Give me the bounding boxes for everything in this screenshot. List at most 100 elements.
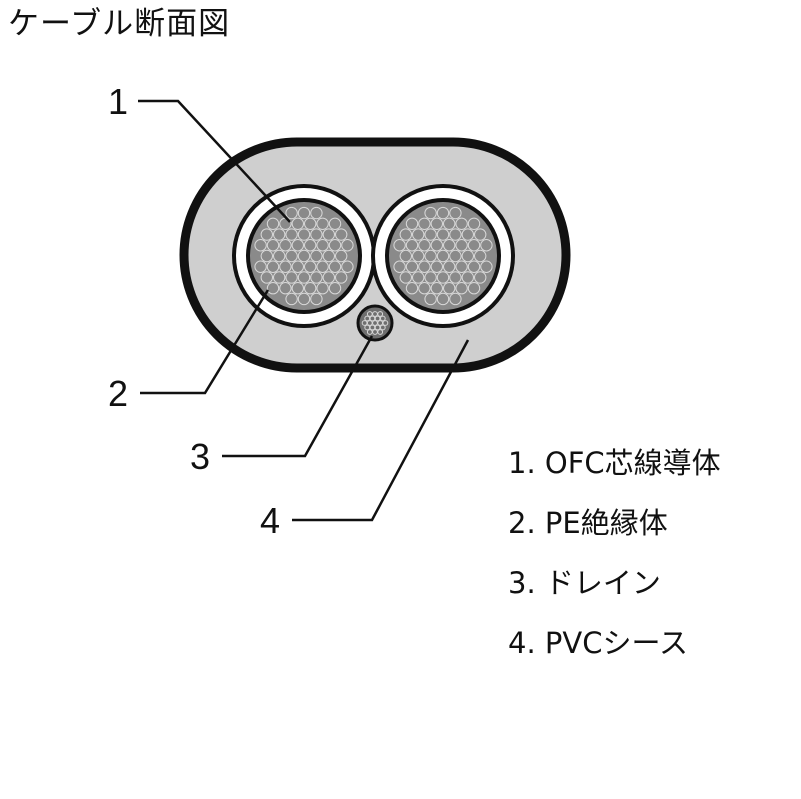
conductor-strand: [285, 206, 298, 220]
conductor-strand: [328, 217, 342, 230]
conductor-strand: [449, 228, 462, 241]
conductor-strand: [424, 249, 437, 263]
drain-strand: [374, 324, 381, 331]
drain-wire-strands: [361, 311, 389, 335]
conductor-strand: [273, 249, 286, 263]
conductor-strand: [399, 271, 412, 284]
drain-strand: [382, 320, 389, 326]
conductor-strands-right: [393, 206, 493, 306]
conductor-strand: [328, 282, 342, 295]
conductor-strand: [449, 206, 462, 220]
conductor-strand: [328, 239, 342, 252]
drain-strand: [366, 329, 373, 335]
conductor-strand: [322, 249, 335, 263]
drain-strand: [372, 311, 378, 317]
drain-strand: [364, 324, 371, 331]
drain-strand: [372, 320, 378, 326]
conductor-strand: [455, 282, 468, 295]
conductor-strand: [266, 217, 280, 230]
conductor-strand: [393, 239, 406, 252]
conductor-strand: [341, 239, 354, 252]
legend-item-pe-insulation: 2. PE絶縁体: [508, 506, 668, 540]
conductor-strand: [467, 239, 481, 252]
conductor-strand: [436, 292, 450, 306]
conductor-strand: [443, 217, 456, 230]
conductor-strand: [480, 239, 493, 252]
conductor-strand: [443, 282, 456, 295]
legend-item-ofc-conductor: 1. OFC芯線導体: [508, 446, 721, 480]
conductor-strand: [273, 271, 286, 284]
conductor-strand: [405, 260, 419, 273]
conductor-strand: [316, 282, 329, 295]
conductor-strand: [424, 271, 437, 284]
conductor-strand: [335, 249, 348, 263]
conductor-strand: [430, 217, 443, 230]
conductor-strand: [328, 260, 342, 273]
conductor-strand: [449, 292, 462, 306]
conductor-strand: [455, 239, 468, 252]
drain-strand: [366, 311, 373, 317]
conductor-strand: [461, 271, 474, 284]
drain-strand: [374, 315, 381, 322]
conductor-strand: [285, 228, 298, 241]
conductor-strand: [449, 271, 462, 284]
drain-strand: [369, 324, 376, 331]
conductor-strand: [335, 228, 348, 241]
conductor-strand: [405, 239, 419, 252]
conductor-strand: [316, 260, 329, 273]
conductor-strand: [297, 292, 311, 306]
conductor-strand: [285, 249, 298, 263]
conductor-strand: [455, 260, 468, 273]
conductor-strand: [266, 260, 280, 273]
conductor-strand: [436, 206, 450, 220]
conductor-strand: [273, 228, 286, 241]
conductor-strand: [474, 228, 487, 241]
conductor-strand: [279, 260, 292, 273]
conductor-strand: [322, 228, 335, 241]
component-legend: 1. OFC芯線導体 2. PE絶縁体 3. ドレイン 4. PVCシース: [508, 444, 721, 684]
conductor-strand: [310, 228, 323, 241]
conductor-strand: [449, 249, 462, 263]
conductor-strand: [316, 239, 329, 252]
conductor-strand: [310, 292, 323, 306]
conductor-strand: [418, 260, 431, 273]
conductor-strand: [260, 249, 273, 263]
drain-strand: [379, 324, 386, 331]
conductor-strand: [310, 271, 323, 284]
conductor-strand: [304, 217, 317, 230]
conductor-strand: [467, 217, 481, 230]
drain-strand: [364, 315, 371, 322]
conductor-strand: [322, 271, 335, 284]
drain-strand: [377, 311, 384, 317]
conductor-strand: [279, 239, 292, 252]
conductor-strand: [266, 239, 280, 252]
diagram-title: ケーブル断面図: [8, 6, 231, 42]
conductor-strand: [412, 249, 425, 263]
conductor-strand: [424, 206, 437, 220]
conductor-strand: [285, 292, 298, 306]
conductor-strand: [412, 271, 425, 284]
conductor-strand: [405, 282, 419, 295]
conductor-strand: [291, 217, 304, 230]
conductor-strand: [285, 271, 298, 284]
conductor-strand: [279, 282, 292, 295]
conductor-strand: [310, 249, 323, 263]
conductor-strand: [399, 249, 412, 263]
drain-strand: [377, 320, 384, 326]
conductor-strand: [260, 271, 273, 284]
conductor-strand: [254, 260, 267, 273]
callout-number-2: 2: [108, 373, 128, 414]
conductor-strand: [266, 282, 280, 295]
callout-number-4: 4: [260, 500, 280, 541]
conductor-strand: [304, 282, 317, 295]
conductor-strand: [474, 249, 487, 263]
conductor-strand: [443, 239, 456, 252]
conductor-strand: [424, 228, 437, 241]
conductor-strand: [304, 260, 317, 273]
conductor-strand: [436, 228, 450, 241]
callout-number-3: 3: [190, 436, 210, 477]
leader-line-1: [138, 99, 291, 223]
conductor-strand: [412, 228, 425, 241]
conductor-strand: [430, 239, 443, 252]
conductor-strand: [455, 217, 468, 230]
